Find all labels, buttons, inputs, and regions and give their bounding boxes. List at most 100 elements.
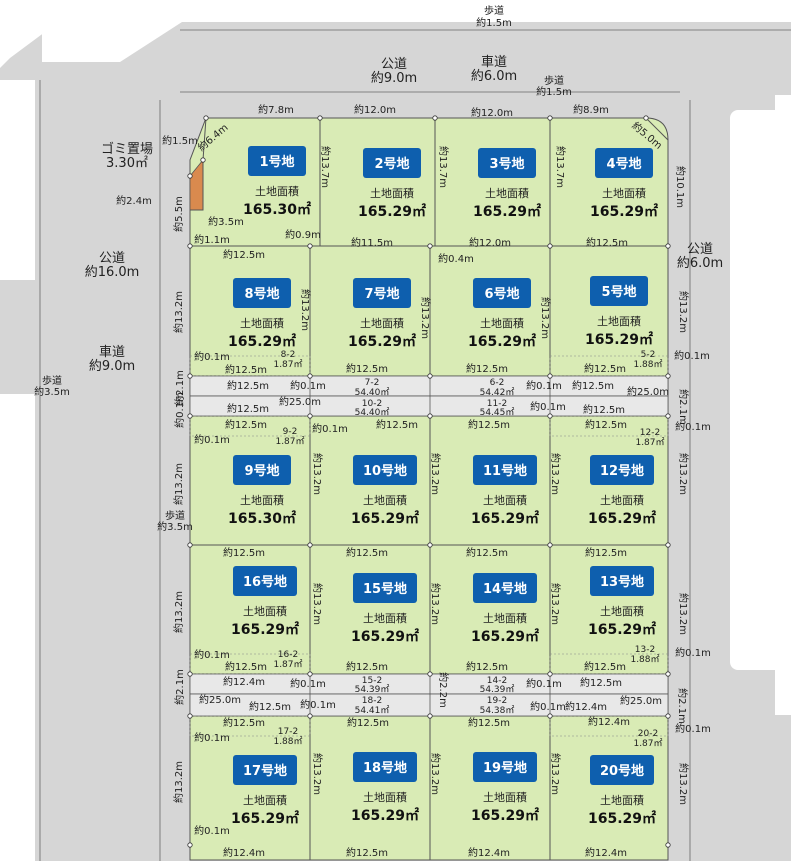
boundary-marker: [307, 243, 313, 249]
boundary-marker: [665, 542, 671, 548]
road-label: 約9.0m: [89, 359, 135, 374]
lot-badge-18: [353, 752, 417, 782]
lot-area-label: 土地面積: [597, 314, 641, 328]
dim-label: 約12.5m: [225, 363, 267, 376]
road-label: 約6.0m: [471, 69, 517, 84]
dim-label: 約13.2m: [677, 453, 690, 495]
dim-label: 約13.2m: [429, 453, 442, 495]
dim-label: 約13.2m: [172, 591, 185, 633]
lot-number: 20号地: [600, 763, 644, 779]
lot-area-label: 土地面積: [483, 493, 527, 507]
dim-label: 約0.1m: [194, 731, 230, 744]
dim-label: 約12.5m: [227, 402, 269, 415]
dim-label: 約13.2m: [677, 763, 690, 805]
dim-label: 約11.5m: [351, 236, 393, 249]
dim-label: 約13.2m: [429, 583, 442, 625]
lot-badge-4: [595, 148, 653, 178]
boundary-marker: [665, 243, 671, 249]
lot-area-value: 165.29㎡: [228, 333, 296, 350]
lot-area-value: 165.29㎡: [590, 203, 658, 220]
boundary-marker: [200, 157, 206, 163]
lot-area-label: 土地面積: [485, 186, 529, 200]
strip-label: 19-2: [487, 696, 507, 706]
boundary-marker: [427, 243, 433, 249]
road-label: 約6.0m: [677, 256, 723, 271]
dim-label: 約0.1m: [675, 722, 711, 735]
boundary-marker: [427, 671, 433, 677]
lot-number: 7号地: [364, 286, 399, 302]
dim-label: 約12.5m: [347, 716, 389, 729]
boundary-marker: [187, 413, 193, 419]
road-label: 約1.5m: [536, 85, 572, 98]
dim-label: 約0.1m: [290, 677, 326, 690]
lot-number: 10号地: [363, 463, 407, 479]
lot-area-label: 土地面積: [255, 184, 299, 198]
block-top-left: [0, 0, 88, 68]
dim-label: 約0.1m: [526, 677, 562, 690]
strip-label: 8-2: [281, 350, 296, 360]
dim-label: 約13.2m: [549, 753, 562, 795]
boundary-marker: [187, 842, 193, 848]
strip-label: 17-2: [278, 727, 298, 737]
lot-area-label: 土地面積: [240, 493, 284, 507]
road-label: 車道: [99, 345, 125, 360]
strip-label: 10-2: [362, 399, 382, 409]
dim-label: 約12.5m: [225, 660, 267, 673]
strip-label: 54.38㎡: [480, 705, 515, 716]
lot-area-label: 土地面積: [483, 790, 527, 804]
block-top-left-main: [42, 0, 791, 62]
lot-number: 18号地: [363, 760, 407, 776]
garbage-label: ゴミ置場: [101, 141, 153, 157]
lot-number: 9号地: [244, 463, 279, 479]
dim-label: 約25.0m: [279, 395, 321, 408]
lot-badge-11: [473, 455, 537, 485]
dim-label: 約12.5m: [466, 546, 508, 559]
dim-label: 約13.2m: [172, 463, 185, 505]
corner-strip-7: [189, 715, 311, 737]
boundary-marker: [547, 713, 553, 719]
strip-label: 1.88㎡: [630, 654, 659, 665]
dim-label: 約13.2m: [311, 753, 324, 795]
dim-label: 約2.4m: [116, 194, 152, 207]
road-label: 歩道: [544, 74, 564, 87]
dim-label: 約12.5m: [225, 418, 267, 431]
dim-label: 約13.2m: [299, 289, 312, 331]
strip-label: 1.88㎡: [633, 359, 662, 370]
lot-number: 5号地: [601, 284, 636, 300]
lot-badge-3: [478, 148, 536, 178]
dim-label: 約0.1m: [312, 422, 348, 435]
road-label: 約1.5m: [476, 16, 512, 29]
lot-badge-1: [248, 146, 306, 176]
lot-area-value: 165.29㎡: [471, 628, 539, 645]
dim-label: 約25.0m: [199, 693, 241, 706]
boundary-marker: [665, 713, 671, 719]
corner-strip-8: [549, 715, 669, 737]
boundary-marker: [203, 115, 209, 121]
strip-polygons: [189, 355, 669, 737]
lot-7: [309, 245, 431, 377]
dim-label: 約12.5m: [346, 660, 388, 673]
dim-label: 約12.5m: [468, 716, 510, 729]
lot-area-value: 165.29㎡: [588, 621, 656, 638]
dim-label: 約12.5m: [586, 236, 628, 249]
strip-label: 54.42㎡: [480, 387, 515, 398]
lot-number: 17号地: [243, 763, 287, 779]
garbage-label: 3.30㎡: [106, 156, 148, 171]
dim-label: 約13.7m: [437, 146, 450, 188]
lot-badge-14: [473, 573, 537, 603]
dim-label: 約12.0m: [469, 236, 511, 249]
boundary-marker: [187, 173, 193, 179]
corner-strip-2: [549, 355, 669, 377]
lot-6: [429, 245, 551, 377]
dim-label: 約12.5m: [223, 716, 265, 729]
lot-area-label: 土地面積: [363, 493, 407, 507]
boundary-marker: [307, 373, 313, 379]
lot-badge-5: [590, 276, 648, 306]
dim-label: 約12.5m: [376, 418, 418, 431]
lot-area-label: 土地面積: [243, 604, 287, 618]
lot-badge-2: [363, 148, 421, 178]
lot-area-value: 165.29㎡: [468, 333, 536, 350]
strip-label: 16-2: [278, 650, 298, 660]
lot-area-value: 165.29㎡: [588, 810, 656, 827]
